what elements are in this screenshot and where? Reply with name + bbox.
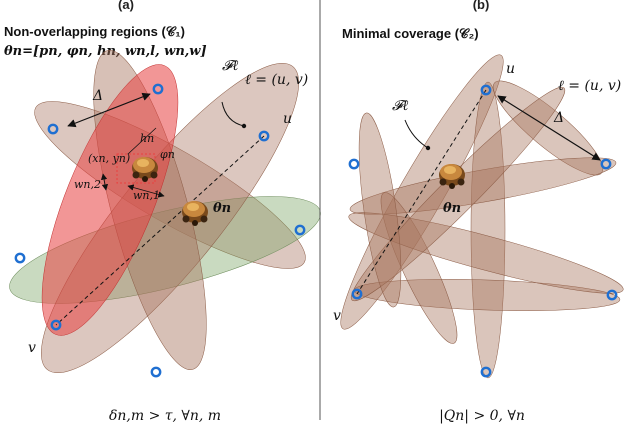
legend-edge-a: ℓ = (u, v) (245, 72, 308, 88)
constraint-b: |Qn| > 0, ∀n (439, 408, 525, 424)
legend-pointer-b (404, 119, 429, 149)
theta-label-b: θn (443, 201, 461, 216)
panel-a-ellipses (9, 50, 321, 374)
ellipse-b9 (358, 112, 402, 308)
delta-arrow-a (67, 92, 151, 128)
ellipse-b4 (349, 157, 617, 215)
ellipse-b7 (348, 212, 624, 294)
panel-b-label: (b) (473, 0, 490, 12)
delta-label-a: Δ (92, 88, 103, 104)
node-ring-icon (351, 288, 363, 300)
ellipse-b6 (380, 192, 458, 344)
v-label-b: v (333, 308, 341, 324)
w2-label: wn,2 (74, 178, 101, 191)
node-ring-icon (50, 319, 62, 331)
pos-label: (xn, yn) (88, 152, 130, 165)
w1-arrow (127, 184, 165, 198)
node-ring-icon (47, 123, 59, 135)
w2-arrow (100, 173, 109, 191)
legend-pointer-a (221, 101, 245, 127)
panel-a: (a) Non-overlapping regions (𝒞₁) θn=[pn,… (4, 0, 321, 424)
node-ring-icon (14, 252, 26, 264)
panel-b: (b) Minimal coverage (𝒞₂) Δ 𝓕ℓ ℓ = (u, v… (333, 0, 624, 424)
constraint-a: δn,m > τ, ∀n, m (109, 408, 221, 424)
v-label-a: v (28, 340, 36, 356)
panel-b-nodes (348, 84, 618, 378)
ellipse-b2 (470, 81, 506, 379)
node-ring-icon (348, 158, 360, 170)
legend-pointer-dot-b (425, 145, 431, 151)
node-ring-icon (150, 366, 162, 378)
drone-icon (182, 201, 208, 226)
edge-uv-a (55, 135, 265, 326)
legend-pointer-dot-a (241, 123, 247, 129)
delta-arrow-b (497, 95, 601, 161)
delta-label-b: Δ (553, 110, 564, 126)
node-ring-icon (606, 289, 618, 301)
panel-a-title: Non-overlapping regions (𝒞₁) (4, 24, 185, 39)
height-line (127, 127, 157, 155)
panel-b-ellipses (340, 54, 624, 379)
theta-label-a: θn (213, 201, 231, 216)
ellipse-a5-red (41, 64, 179, 336)
edge-uv-b (356, 89, 487, 295)
node-ring-icon (258, 130, 270, 142)
panel-a-nodes (14, 83, 306, 378)
node-ring-icon (294, 224, 306, 236)
u-label-a: u (283, 111, 292, 127)
node-ring-icon (480, 84, 492, 96)
drone-icon (439, 164, 465, 189)
node-ring-icon (480, 366, 492, 378)
panel-a-label: (a) (118, 0, 134, 12)
phi-label: φn (160, 148, 175, 161)
panel-b-title: Minimal coverage (𝒞₂) (342, 26, 479, 41)
node-ring-icon (152, 83, 164, 95)
drone-icon (132, 157, 158, 182)
u-label-b: u (506, 61, 515, 77)
legend-family-a: 𝓕ℓ (222, 58, 238, 74)
legend-edge-b: ℓ = (u, v) (558, 78, 621, 94)
h-label: hn (140, 132, 154, 145)
node-ring-icon (600, 158, 612, 170)
legend-family-b: 𝓕ℓ (392, 98, 408, 114)
